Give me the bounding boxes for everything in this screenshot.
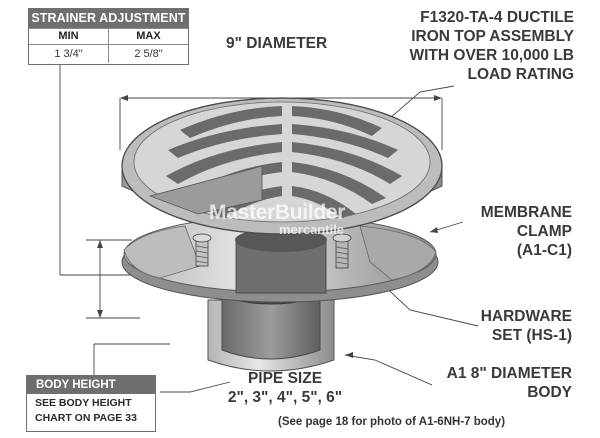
footnote: (See page 18 for photo of A1-6NH-7 body): [278, 416, 506, 428]
body-box-leader: [160, 381, 231, 393]
body-leader: [344, 354, 433, 386]
max-value: 2 5/8": [134, 48, 163, 60]
callout-line: PIPE SIZE: [247, 370, 323, 387]
callout-line: LOAD RATING: [467, 66, 574, 83]
max-column-header: MAX: [136, 30, 161, 42]
callout-line: (A1-C1): [516, 242, 572, 259]
pipe-size-callout: PIPE SIZE 2", 3", 4", 5", 6": [200, 369, 370, 407]
hardware-set-callout: HARDWARE SET (HS-1): [432, 307, 572, 345]
callout-line: MEMBRANE: [480, 204, 572, 221]
strainer-top: [121, 97, 443, 235]
membrane-clamp-callout: MEMBRANE CLAMP (A1-C1): [432, 203, 572, 260]
hardware-bolts: [192, 233, 352, 269]
callout-line: SET (HS-1): [491, 327, 572, 344]
callout-line: CLAMP: [516, 223, 572, 240]
note-line: SEE BODY HEIGHT: [35, 397, 132, 409]
watermark-sub: mercantile: [279, 222, 345, 237]
callout-line: IRON TOP ASSEMBLY: [411, 28, 574, 45]
strainer-adjustment-table: STRAINER ADJUSTMENT MIN MAX 1 3/4" 2 5/8…: [28, 8, 189, 65]
body-height-note: SEE BODY HEIGHT CHART ON PAGE 33: [27, 394, 155, 426]
diameter-label: 9" DIAMETER: [226, 35, 328, 52]
callout-line: BODY: [527, 384, 572, 401]
callout-line: WITH OVER 10,000 LB: [409, 47, 574, 64]
body-callout: A1 8" DIAMETER BODY: [402, 364, 572, 402]
watermark-brand: MasterBuilder: [209, 201, 346, 224]
top-assembly-callout: F1320-TA-4 DUCTILE IRON TOP ASSEMBLY WIT…: [334, 8, 574, 84]
body-height-title: BODY HEIGHT: [27, 376, 155, 394]
callout-line: 2", 3", 4", 5", 6": [227, 389, 343, 406]
min-column-header: MIN: [29, 29, 109, 44]
strainer-adjustment-title: STRAINER ADJUSTMENT: [29, 9, 188, 28]
callout-line: F1320-TA-4 DUCTILE: [420, 9, 574, 26]
note-line: CHART ON PAGE 33: [35, 412, 137, 424]
callout-line: HARDWARE: [480, 308, 572, 325]
cutaway-section: [148, 165, 263, 215]
body-height-box: BODY HEIGHT SEE BODY HEIGHT CHART ON PAG…: [26, 375, 156, 432]
min-value: 1 3/4": [29, 45, 109, 63]
callout-line: A1 8" DIAMETER: [446, 365, 572, 382]
grate-slots: [166, 106, 402, 218]
strainer-value-row: 1 3/4" 2 5/8": [29, 44, 188, 63]
strainer-header-row: MIN MAX: [29, 28, 188, 44]
